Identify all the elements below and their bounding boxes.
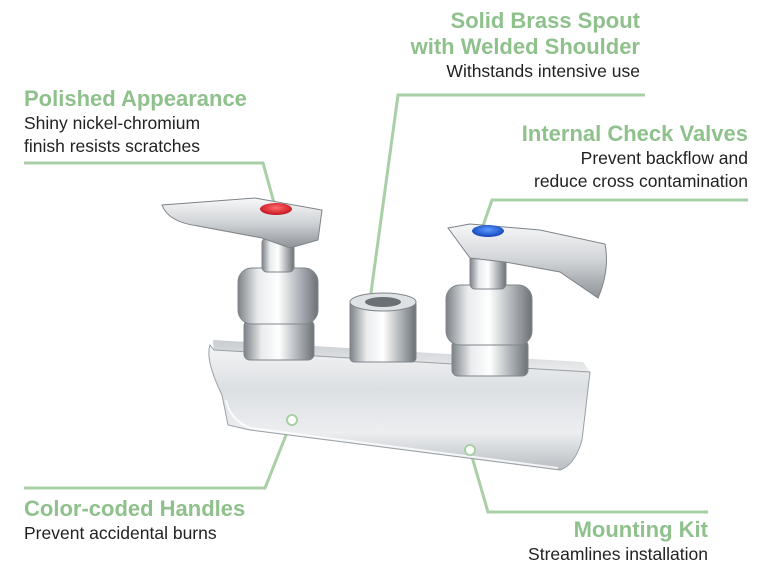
callout-title-line1: Solid Brass Spout bbox=[450, 8, 640, 33]
leader-mount bbox=[468, 449, 708, 514]
leader-spout bbox=[368, 93, 645, 301]
callout-desc-line1: Streamlines installation bbox=[528, 544, 708, 564]
spout-nipple bbox=[349, 292, 417, 363]
callout-title: Polished Appearance bbox=[24, 86, 247, 111]
leader-color bbox=[24, 419, 294, 490]
color-dot bbox=[286, 414, 298, 426]
callout-desc-line2: reduce cross contamination bbox=[534, 171, 748, 191]
callout-title: Mounting Kit bbox=[573, 517, 708, 542]
callout-desc-line1: Shiny nickel-chromium bbox=[24, 113, 201, 133]
right-valve bbox=[445, 223, 607, 377]
callout-mounting-kit: Mounting Kit Streamlines installation bbox=[528, 517, 708, 566]
callout-title-line2: with Welded Shoulder bbox=[410, 34, 640, 59]
callout-title: Internal Check Valves bbox=[521, 121, 748, 146]
callout-desc-line1: Prevent accidental burns bbox=[24, 523, 217, 543]
callout-title: Color-coded Handles bbox=[24, 496, 246, 521]
leader-polished bbox=[24, 161, 278, 211]
callout-desc-line1: Prevent backflow and bbox=[580, 148, 748, 168]
left-valve bbox=[161, 197, 323, 361]
callout-color-coded-handles: Color-coded Handles Prevent accidental b… bbox=[24, 496, 245, 545]
callout-desc-line1: Withstands intensive use bbox=[446, 61, 640, 81]
leader-lines bbox=[24, 93, 748, 514]
callout-internal-check-valves: Internal Check Valves Prevent backflow a… bbox=[522, 121, 748, 193]
callout-desc-line2: finish resists scratches bbox=[24, 136, 201, 156]
callout-solid-brass-spout: Solid Brass Spout with Welded Shoulder W… bbox=[411, 8, 640, 83]
mount-dot bbox=[464, 444, 476, 456]
callout-polished-appearance: Polished Appearance Shiny nickel-chromiu… bbox=[24, 86, 247, 158]
